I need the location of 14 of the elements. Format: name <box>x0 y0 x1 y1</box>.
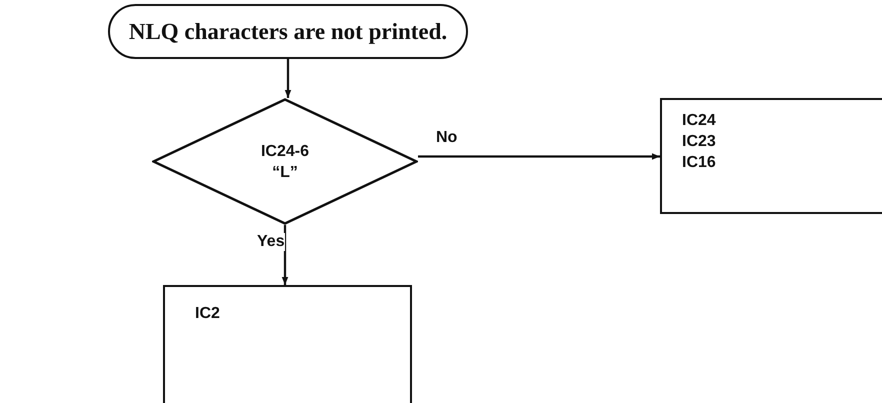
edge-label: Yes <box>257 233 285 251</box>
decision-text: IC24-6 <box>260 142 310 162</box>
process-text: IC23 <box>682 132 717 152</box>
terminal-text: NLQ characters are not printed. <box>128 18 448 44</box>
arrow <box>418 153 660 160</box>
arrow <box>282 225 288 285</box>
process-text: IC24 <box>682 111 717 131</box>
process-text: IC16 <box>682 153 717 173</box>
decision-text: “L” <box>272 162 298 182</box>
decision-diamond <box>152 98 418 225</box>
process-text: IC2 <box>195 304 221 324</box>
process-box <box>660 98 882 214</box>
arrow <box>284 59 292 98</box>
process-box <box>163 285 412 403</box>
